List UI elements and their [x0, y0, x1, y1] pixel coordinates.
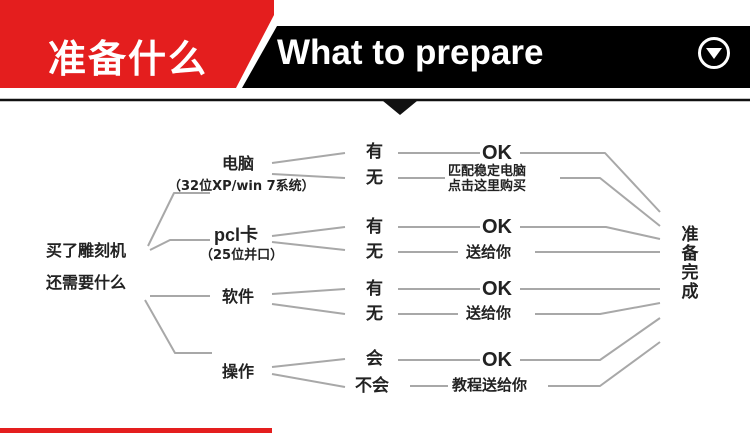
result-software-gift: 送给你 — [466, 304, 512, 322]
category-operation: 操作 — [222, 362, 255, 381]
page-title-cn: 准备什么 — [48, 37, 209, 81]
page-title-en: What to prepare — [277, 33, 544, 72]
answer-pcl-yes: 有 — [366, 217, 383, 237]
category-pcl-card: pcl卡 — [214, 225, 259, 245]
answer-software-yes: 有 — [366, 279, 383, 299]
banner-shapes — [0, 0, 750, 88]
bottom-accent-bar — [0, 428, 272, 433]
root-question-line2: 还需要什么 — [46, 273, 127, 292]
answer-operation-cannot: 不会 — [355, 376, 389, 396]
header-banner: 准备什么 What to prepare — [0, 0, 750, 92]
final-ready-label: 准备完成 — [681, 225, 699, 302]
answer-operation-can: 会 — [366, 349, 383, 369]
category-software: 软件 — [222, 287, 255, 306]
result-pcl-gift: 送给你 — [466, 243, 512, 261]
result-computer-ok: OK — [482, 142, 512, 164]
result-software-ok: OK — [482, 278, 512, 300]
buy-computer-link[interactable]: 匹配稳定电脑 点击这里购买 — [448, 164, 527, 194]
root-question-line1: 买了雕刻机 — [46, 241, 127, 260]
category-computer-note: （32位XP/win 7系统） — [168, 179, 315, 194]
category-pcl-card-note: （25位并口） — [200, 248, 284, 263]
answer-computer-yes: 有 — [366, 142, 383, 162]
answer-pcl-no: 无 — [366, 242, 383, 262]
category-computer: 电脑 — [222, 154, 255, 173]
result-tutorial-gift: 教程送给你 — [452, 376, 528, 394]
result-operation-ok: OK — [482, 349, 512, 371]
answer-software-no: 无 — [366, 304, 383, 324]
chevron-down-circle-icon[interactable] — [697, 36, 731, 70]
answer-computer-no: 无 — [366, 168, 383, 188]
result-pcl-ok: OK — [482, 216, 512, 238]
